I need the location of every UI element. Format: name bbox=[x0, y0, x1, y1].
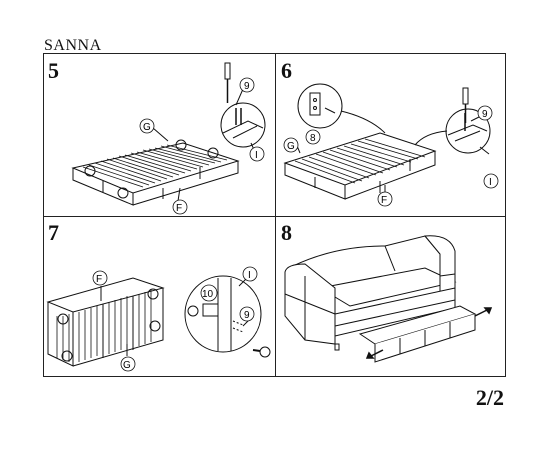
document-title: SANNA bbox=[44, 37, 102, 54]
label-f-step6: F bbox=[381, 195, 387, 206]
label-i-step6: I bbox=[489, 177, 492, 188]
label-8-step6: 8 bbox=[310, 133, 316, 144]
label-g-step5: G bbox=[143, 122, 151, 133]
frame-divider-vertical bbox=[275, 53, 277, 377]
label-9-step6: 9 bbox=[482, 109, 488, 120]
label-10-step7: 10 bbox=[202, 289, 214, 300]
label-g-step7: G bbox=[123, 360, 131, 371]
label-f-step5: F bbox=[176, 203, 182, 214]
step-number-8: 8 bbox=[281, 220, 292, 245]
step-number-6: 6 bbox=[281, 58, 292, 83]
step-number-7: 7 bbox=[48, 220, 59, 245]
label-g-step6: G bbox=[287, 141, 295, 152]
step-number-5: 5 bbox=[48, 58, 59, 83]
instruction-frame bbox=[43, 53, 506, 377]
arrow-icon bbox=[483, 307, 493, 315]
step-5-illustration: G F 9 I bbox=[71, 62, 266, 215]
step-8-illustration bbox=[284, 235, 493, 363]
label-f-step7: F bbox=[96, 274, 102, 285]
step-6-illustration: G 8 F 9 I bbox=[283, 83, 499, 207]
label-9-step7: 9 bbox=[244, 310, 250, 321]
label-i-step5: I bbox=[255, 150, 258, 161]
page-number: 2/2 bbox=[475, 385, 504, 410]
label-i-step7: I bbox=[248, 270, 251, 281]
frame-divider-horizontal bbox=[43, 216, 506, 218]
label-9-step5: 9 bbox=[244, 81, 250, 92]
footer-faint-text bbox=[150, 381, 400, 411]
step-7-illustration: F G 10 I 9 bbox=[46, 266, 271, 372]
